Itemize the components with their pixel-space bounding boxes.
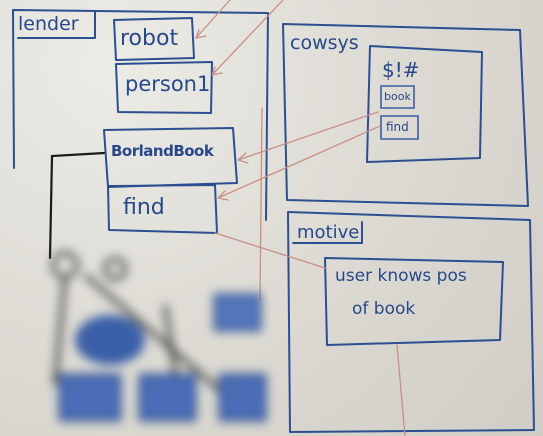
note-line2: of book	[352, 299, 416, 319]
arrow-robot	[195, 0, 231, 39]
borland-book-label: BorlandBook	[111, 142, 214, 160]
symbols-label: $!#	[382, 58, 420, 82]
black-connector	[48, 151, 106, 260]
red-vertical-2	[396, 344, 406, 436]
borland-book-box	[103, 127, 238, 188]
book-box	[380, 85, 415, 109]
arrow-motive	[214, 232, 326, 269]
person1-label: person1	[125, 72, 211, 96]
arrow-find	[217, 125, 381, 201]
cowsys-package-frame	[282, 23, 529, 207]
arrow-person1	[211, 0, 284, 76]
find-label: find	[123, 195, 165, 220]
motive-label: motive	[297, 222, 360, 243]
lender-package-frame	[12, 9, 269, 221]
book-label: book	[384, 90, 411, 103]
person1-box	[115, 61, 213, 114]
red-vertical-1	[259, 107, 263, 301]
robot-label: robot	[120, 26, 179, 51]
lender-label: lender	[18, 13, 79, 35]
cowsys-inner-box	[366, 45, 483, 163]
motive-package-frame	[287, 211, 535, 433]
blurred-region	[25, 245, 275, 436]
note-box	[324, 257, 504, 346]
robot-box	[113, 17, 195, 61]
arrow-borland	[237, 111, 379, 164]
note-line1: user knows pos	[335, 266, 467, 286]
find-box-small	[380, 115, 419, 140]
cowsys-label: cowsys	[290, 32, 359, 54]
find-small-label: find	[386, 120, 409, 134]
